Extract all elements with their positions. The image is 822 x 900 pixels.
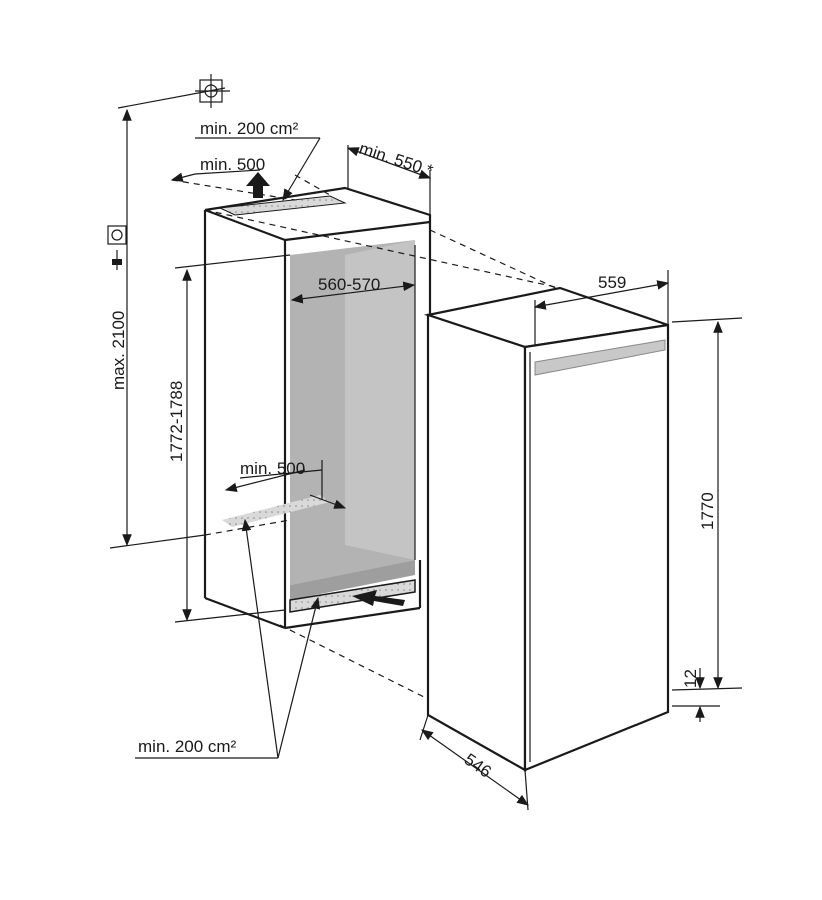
appliance-door: [523, 323, 670, 772]
niche-height-label: 1772-1788: [167, 381, 186, 462]
appliance-depth-label: 546: [461, 750, 495, 782]
appliance-side: [426, 313, 527, 772]
plinth-offset-label: 12: [681, 669, 700, 688]
appliance: [423, 286, 670, 772]
depth-min-label: min. 550 *: [357, 139, 436, 181]
max-height-label: max. 2100: [109, 311, 128, 390]
up-arrow-icon: [246, 172, 270, 198]
crosshair-icon: [195, 74, 230, 108]
top-clearance-label: min. 500: [200, 155, 265, 174]
appliance-height-label: 1770: [698, 492, 717, 530]
niche-width-label: 560-570: [318, 275, 380, 294]
power-socket-icon: [107, 225, 127, 270]
appliance-width-label: 559: [598, 273, 626, 292]
bottom-vent-area-label: min. 200 cm²: [138, 737, 237, 756]
dimensions: max. 2100 min. 200 cm² min. 500 min. 550…: [107, 74, 743, 811]
inner-clearance-label: min. 500: [240, 459, 305, 478]
top-vent-area-label: min. 200 cm²: [200, 119, 299, 138]
inlet-arrow-icon: [352, 590, 405, 606]
appliance-top-vent: [534, 339, 666, 376]
